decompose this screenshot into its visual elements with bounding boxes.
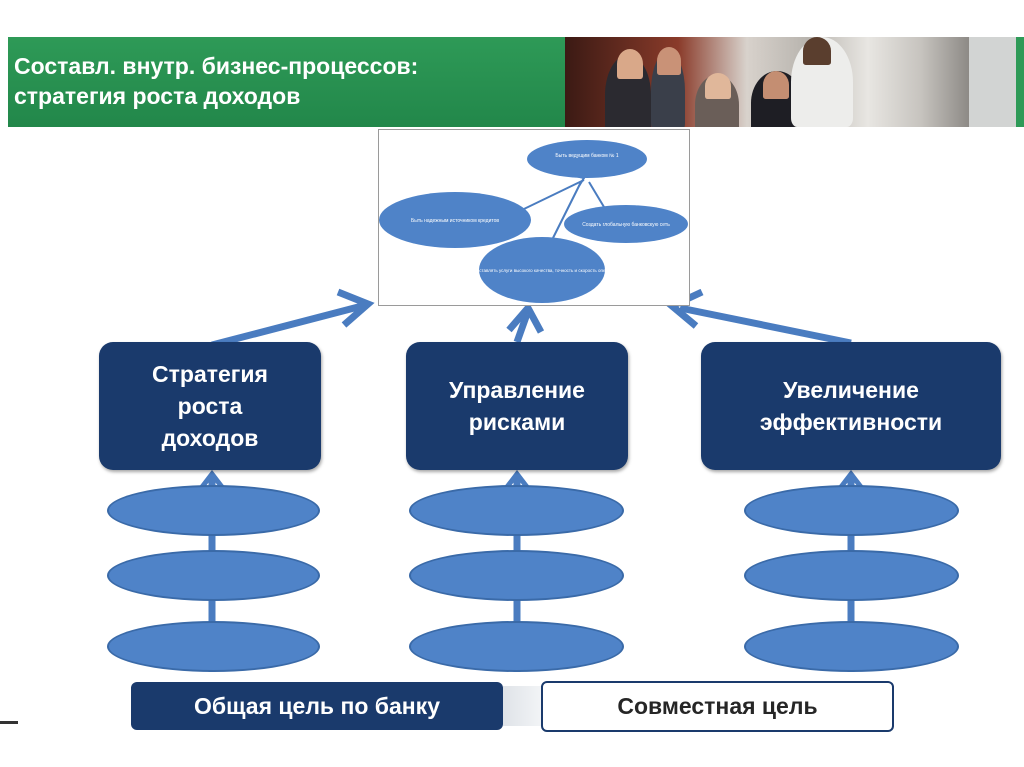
ellipse-middle-1 xyxy=(409,485,624,536)
arrow-middle-to-inset xyxy=(513,312,531,344)
inset-diagram: Быть ведущим банком № 1 Быть надежным ис… xyxy=(378,129,690,306)
ellipse-left-3 xyxy=(107,621,320,672)
inset-node-1-label: Быть ведущим банком № 1 xyxy=(555,153,618,159)
photo-gray-panel xyxy=(969,37,1024,127)
inset-node-1 xyxy=(527,140,647,178)
ellipse-right-2 xyxy=(744,550,959,601)
ellipse-middle-3 xyxy=(409,621,624,672)
edge-mark xyxy=(0,721,18,724)
legend-common-goal: Общая цель по банку xyxy=(131,682,503,730)
banner-edge xyxy=(1016,37,1024,127)
inset-node-4 xyxy=(479,237,605,303)
box-revenue-growth-strategy: Стратегия роста доходов xyxy=(99,342,321,470)
team-photo xyxy=(565,37,969,127)
inset-node-4-label: Предоставлять услуги высокого качества, … xyxy=(466,267,619,273)
legend-joint-goal: Совместная цель xyxy=(541,681,894,732)
legend-common-goal-label: Общая цель по банку xyxy=(194,692,440,719)
box-risk-management-label: Управление рисками xyxy=(449,377,585,435)
slide-title: Составл. внутр. бизнес-процессов: страте… xyxy=(14,51,418,111)
box-efficiency-increase: Увеличение эффективности xyxy=(701,342,1001,470)
box-efficiency-label: Увеличение эффективности xyxy=(759,377,943,435)
legend-joint-goal-label: Совместная цель xyxy=(617,693,818,719)
ellipse-right-3 xyxy=(744,621,959,672)
inset-node-3-label: Создать глобальную банковскую сеть xyxy=(582,222,670,228)
arrowhead-middle-box xyxy=(505,469,529,489)
inset-node-3 xyxy=(564,205,688,243)
box-risk-management: Управление рисками xyxy=(406,342,628,470)
box-revenue-growth-label: Стратегия роста доходов xyxy=(152,361,268,451)
arrowhead-right-box xyxy=(839,469,863,489)
arrowhead-left-box xyxy=(200,469,224,489)
title-line-1: Составл. внутр. бизнес-процессов: xyxy=(14,53,419,79)
arrow-left-to-inset xyxy=(211,302,363,349)
arrow-right-to-inset xyxy=(679,304,852,347)
arrowhead-left-inset xyxy=(336,288,375,328)
inset-node-2-label: Быть надежным источником кредитов xyxy=(411,218,499,224)
title-line-2: стратегия роста доходов xyxy=(14,83,301,109)
ellipse-right-1 xyxy=(744,485,959,536)
arrowhead-right-inset xyxy=(665,288,704,329)
arrowhead-middle-inset xyxy=(506,301,545,334)
ellipse-left-2 xyxy=(107,550,320,601)
legend-separator xyxy=(503,686,541,726)
ellipse-left-1 xyxy=(107,485,320,536)
header-banner: Составл. внутр. бизнес-процессов: страте… xyxy=(8,37,1024,127)
ellipse-middle-2 xyxy=(409,550,624,601)
inset-node-2 xyxy=(379,192,531,248)
